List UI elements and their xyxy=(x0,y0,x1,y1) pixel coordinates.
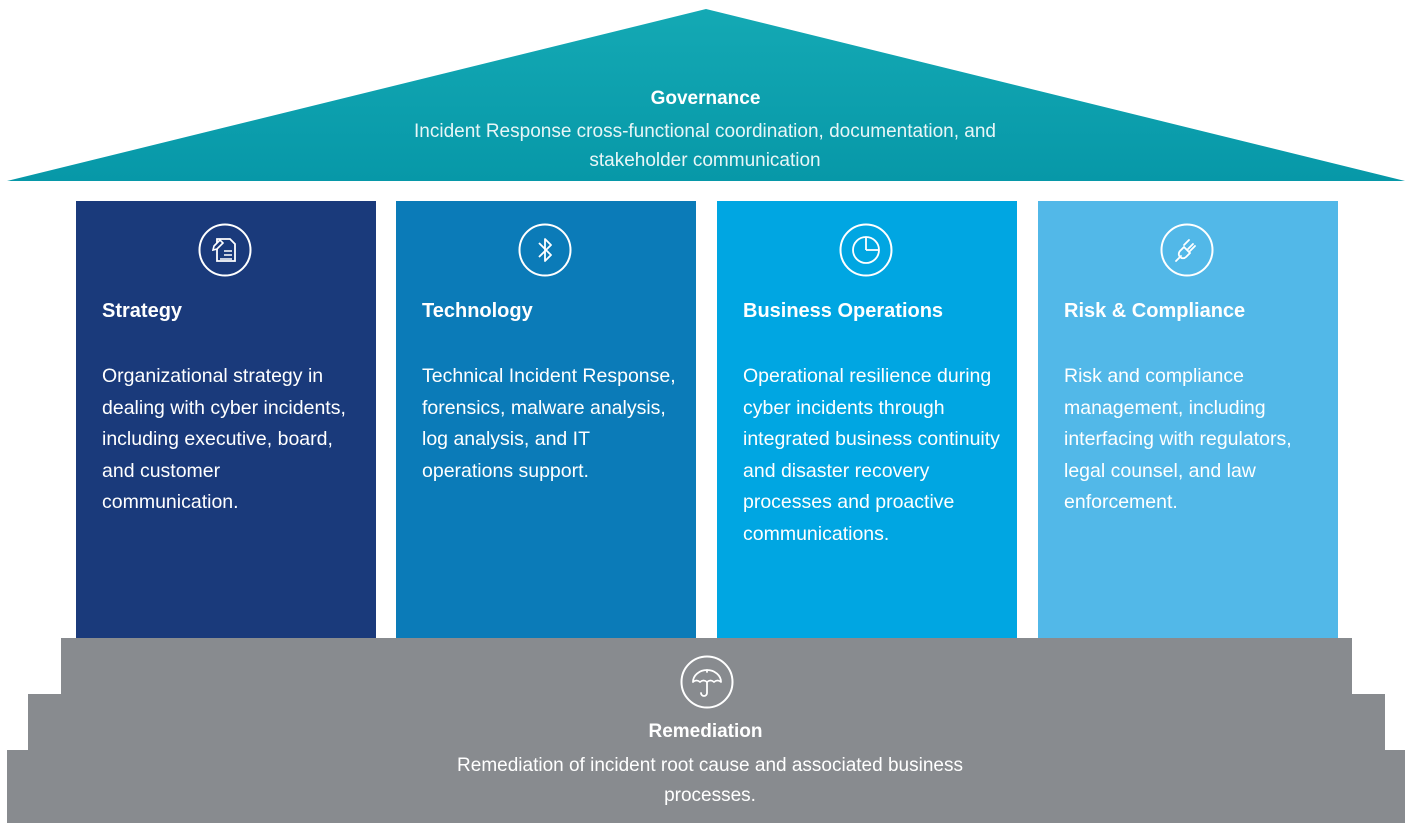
pillar-title: Risk & Compliance xyxy=(1064,300,1246,322)
pillar-title: Strategy xyxy=(102,300,183,322)
meeting-table-icon xyxy=(0,0,46,46)
bluetooth-icon xyxy=(518,223,572,277)
governance-roof: Governance Incident Response cross-funct… xyxy=(0,0,1411,182)
umbrella-icon xyxy=(680,655,734,709)
base-step-bottom xyxy=(7,750,1405,823)
governance-description: Incident Response cross-functional coord… xyxy=(414,121,996,171)
remediation-description: Remediation of incident root cause and a… xyxy=(457,755,963,806)
pillar-description: Technical Incident Response, forensics, … xyxy=(422,365,676,482)
pie-chart-icon xyxy=(839,223,893,277)
remediation-title: Remediation xyxy=(648,721,763,742)
pillar-description: Risk and compliance management, includin… xyxy=(1064,365,1292,513)
pillar-strategy: Strategy Organizational strategy in deal… xyxy=(76,201,376,641)
pillar-technology: Technology Technical Incident Response, … xyxy=(396,201,696,641)
pillar-description: Operational resilience during cyber inci… xyxy=(743,365,1000,545)
pillar-description: Organizational strategy in dealing with … xyxy=(102,365,346,513)
pillar-title: Business Operations xyxy=(743,300,944,322)
pillar-title: Technology xyxy=(422,300,533,322)
roof-shape xyxy=(7,9,1405,181)
pillar-risk-compliance: Risk & Compliance Risk and compliance ma… xyxy=(1038,201,1338,641)
base-step-middle xyxy=(28,694,1385,754)
pillar-business-operations: Business Operations Operational resilien… xyxy=(717,201,1017,641)
remediation-base: Remediation Remediation of incident root… xyxy=(0,638,1411,823)
plug-icon xyxy=(1160,223,1214,277)
document-edit-icon xyxy=(198,223,252,277)
governance-title: Governance xyxy=(650,88,761,109)
